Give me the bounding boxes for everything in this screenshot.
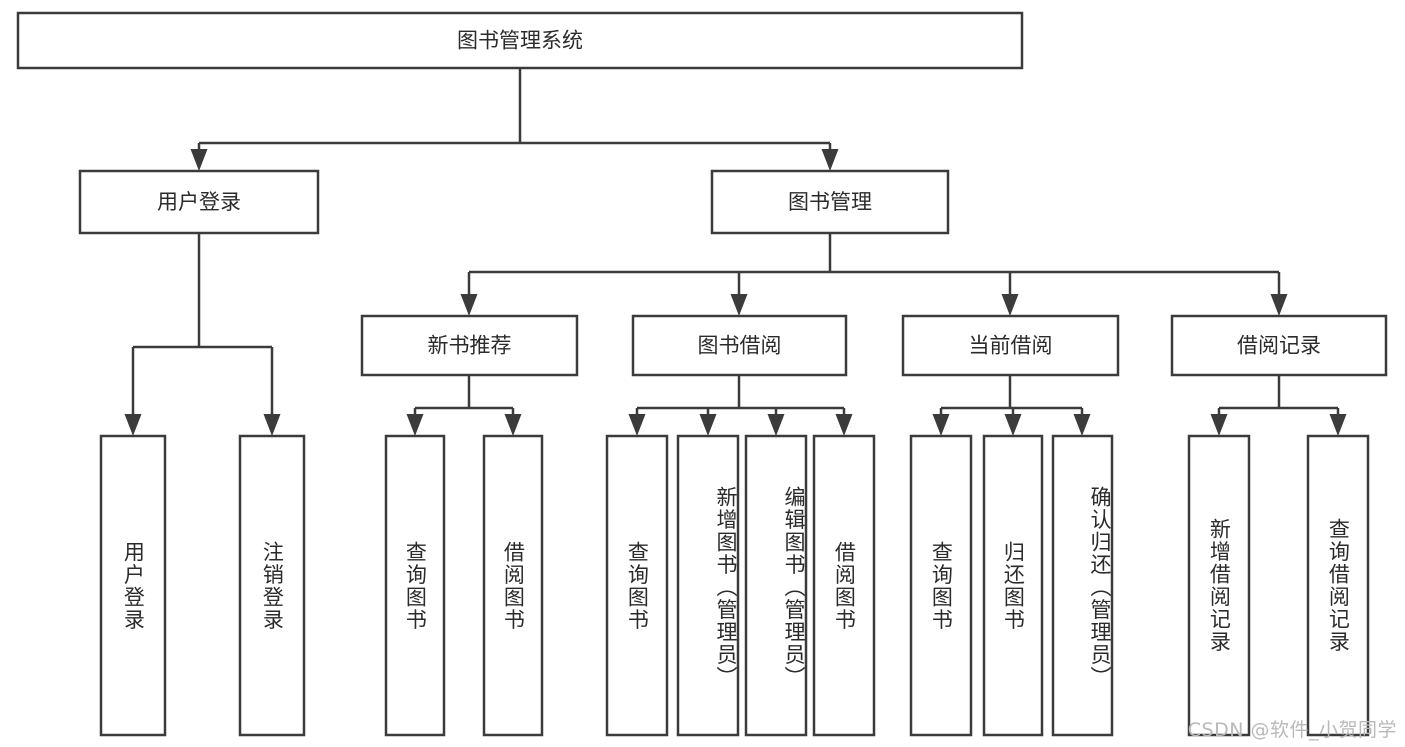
node-box-leaf-query-book-3[interactable]: [909, 434, 973, 737]
node-box-book-borrow[interactable]: [631, 314, 848, 377]
node-label-root: 图书管理系统: [457, 29, 583, 53]
connectors-layer: [124, 68, 1347, 436]
node-label-book-borrow: 图书借阅: [698, 334, 782, 358]
boxes-layer: [16, 11, 1388, 737]
node-box-leaf-borrow-book-1[interactable]: [482, 434, 544, 737]
connector-root: [190, 68, 839, 171]
connector-new-book-recommend: [406, 375, 522, 436]
node-box-current-borrow[interactable]: [901, 314, 1120, 377]
connector-borrow-record: [1210, 375, 1347, 436]
node-box-leaf-query-record[interactable]: [1306, 434, 1370, 737]
node-box-root[interactable]: [16, 11, 1024, 70]
node-box-borrow-record[interactable]: [1170, 314, 1388, 377]
node-box-leaf-return-book[interactable]: [982, 434, 1044, 737]
node-box-leaf-user-login[interactable]: [99, 434, 167, 737]
node-box-leaf-query-book-2[interactable]: [605, 434, 669, 737]
node-box-leaf-query-book-1[interactable]: [384, 434, 446, 737]
node-box-book-manage[interactable]: [710, 169, 950, 235]
node-box-new-book-recommend[interactable]: [360, 314, 579, 377]
node-box-leaf-confirm-return[interactable]: [1051, 434, 1114, 737]
connector-book-manage: [460, 233, 1288, 316]
connector-current-borrow: [932, 375, 1091, 436]
node-box-leaf-edit-book[interactable]: [744, 434, 808, 737]
node-box-leaf-borrow-book-2[interactable]: [812, 434, 876, 737]
node-label-user-login: 用户登录: [157, 190, 241, 214]
connector-user-login: [124, 233, 281, 436]
node-box-leaf-add-record[interactable]: [1187, 434, 1251, 737]
node-label-new-book-recommend: 新书推荐: [428, 334, 512, 358]
node-box-leaf-add-book[interactable]: [676, 434, 740, 737]
node-label-borrow-record: 借阅记录: [1237, 334, 1321, 358]
csdn-watermark: CSDN @软件_小贺同学: [1187, 719, 1397, 741]
node-label-book-manage: 图书管理: [788, 190, 872, 214]
node-box-leaf-logout[interactable]: [238, 434, 306, 737]
node-label-current-borrow: 当前借阅: [969, 334, 1053, 358]
node-box-user-login[interactable]: [78, 169, 320, 235]
connector-book-borrow: [628, 375, 853, 436]
